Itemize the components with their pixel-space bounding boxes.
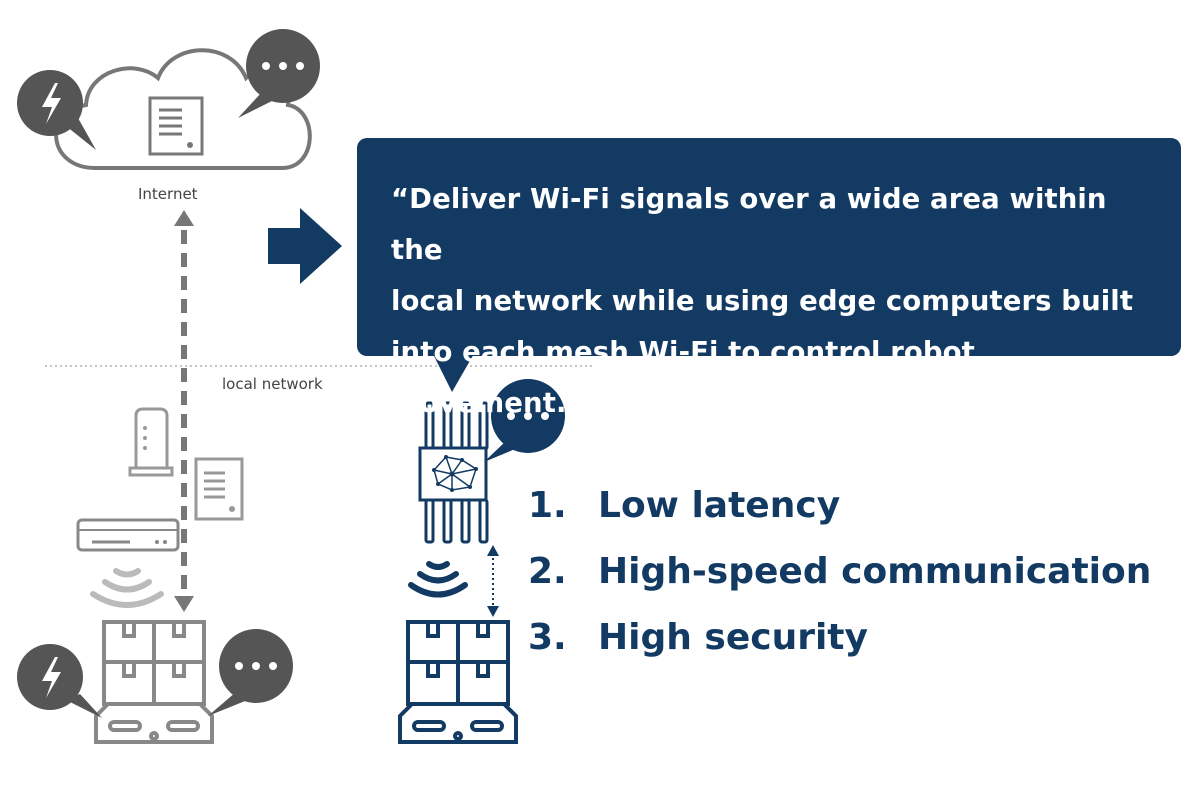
router-icon <box>128 407 174 477</box>
wifi-signal-icon <box>90 568 164 608</box>
benefit-text: High-speed communication <box>598 550 1152 592</box>
network-switch-icon <box>76 518 180 552</box>
benefit-item: 2. High-speed communication <box>528 538 1151 604</box>
ellipsis-bubble-icon <box>238 29 320 118</box>
callout-tail <box>432 352 475 392</box>
lightning-icon <box>17 70 96 150</box>
benefit-item: 1. Low latency <box>528 472 1151 538</box>
robot-link-arrow <box>487 545 499 617</box>
navy-wifi-signal-icon <box>408 561 468 598</box>
benefit-text: High security <box>598 616 868 658</box>
benefit-number: 3. <box>528 616 567 658</box>
quote-line-3: into each mesh Wi-Fi to control robot mo… <box>391 336 975 419</box>
benefit-number: 1. <box>528 484 567 526</box>
server-icon <box>148 96 204 156</box>
internet-label: Internet <box>138 185 198 203</box>
benefit-number: 2. <box>528 550 567 592</box>
benefit-text: Low latency <box>598 484 841 526</box>
local-network-label: local network <box>222 375 323 393</box>
benefit-item: 3. High security <box>528 604 1151 670</box>
internet-link-arrow <box>174 210 194 612</box>
mesh-ellipsis-bubble-icon <box>484 379 565 462</box>
robot-lightning-icon <box>17 644 102 718</box>
benefits-list: 1. Low latency 2. High-speed communicati… <box>528 472 1151 670</box>
robot-ellipsis-bubble-icon <box>208 629 293 716</box>
robot-icon <box>94 620 214 744</box>
mesh-wifi-edge-device-icon <box>418 401 489 544</box>
quote-line-1: “Deliver Wi-Fi signals over a wide area … <box>391 183 1107 266</box>
quote-line-2: local network while using edge computers… <box>391 285 1134 317</box>
quote-callout: “Deliver Wi-Fi signals over a wide area … <box>357 138 1181 419</box>
navy-robot-icon <box>398 620 518 744</box>
right-arrow-icon <box>268 208 342 284</box>
local-server-icon <box>194 457 244 521</box>
